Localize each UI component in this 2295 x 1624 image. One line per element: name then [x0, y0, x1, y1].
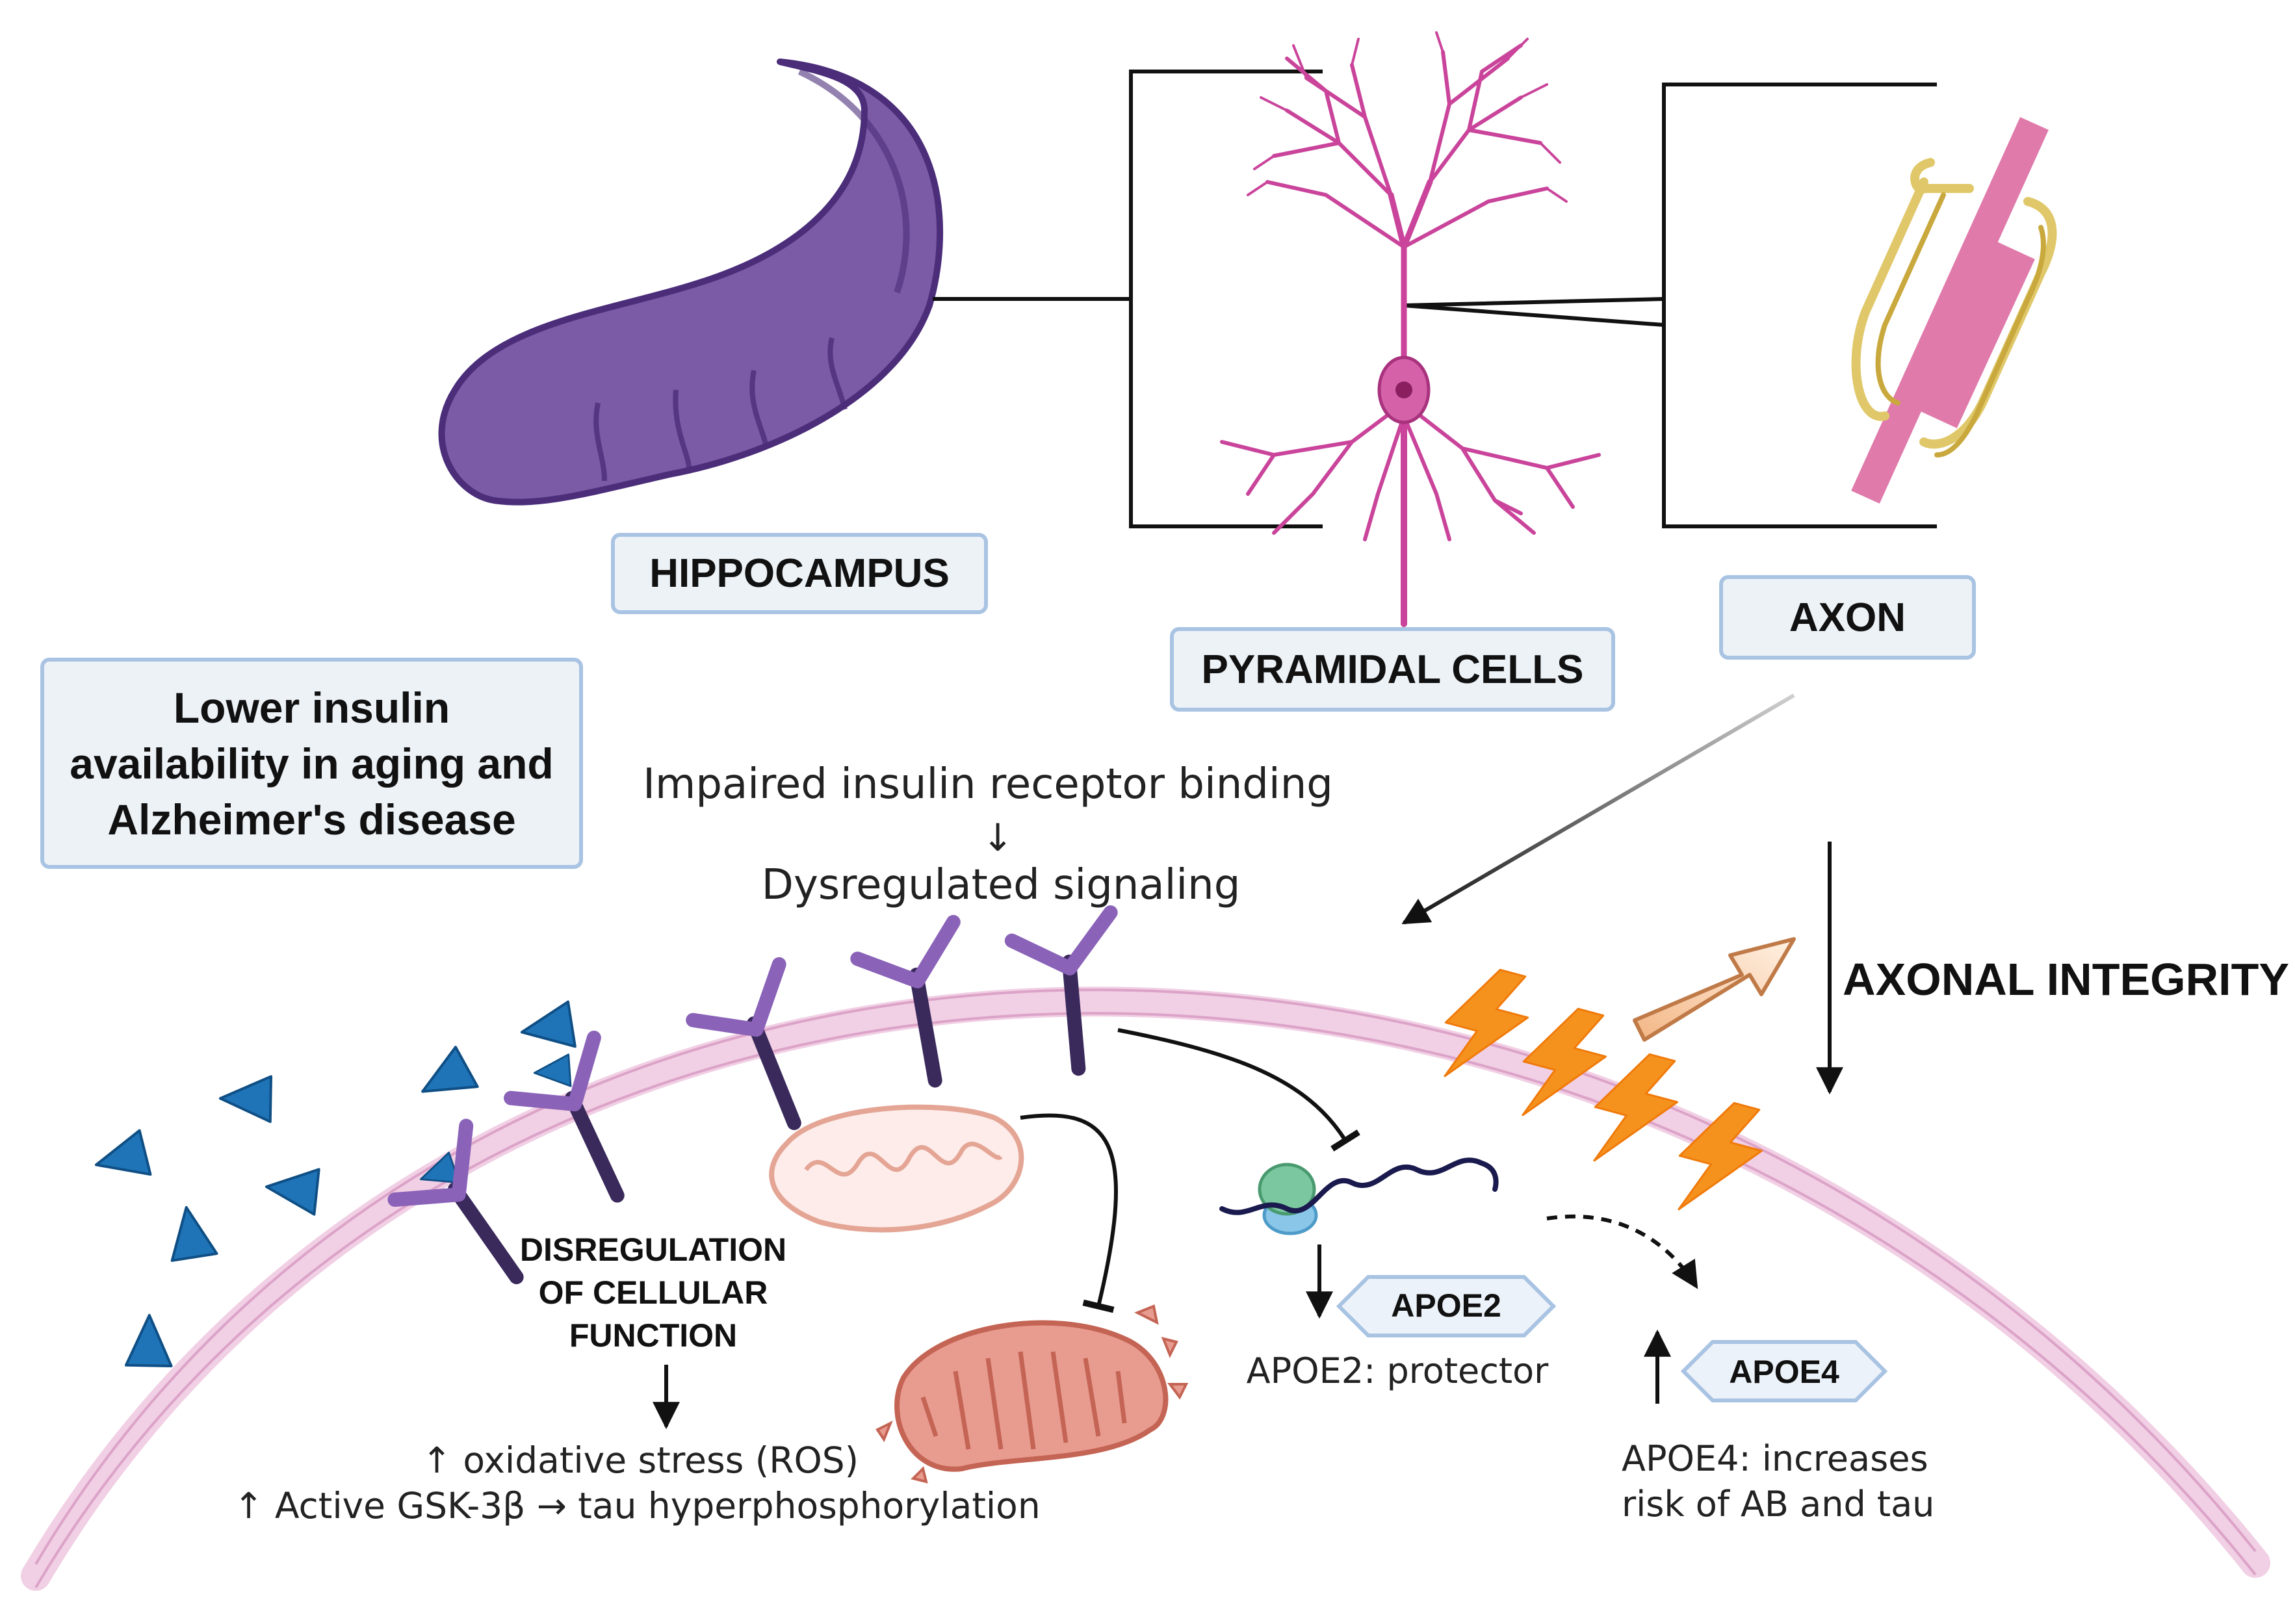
hippocampus-icon	[438, 58, 944, 506]
insulin-molecule-icon	[93, 1129, 165, 1198]
connector-lines	[933, 70, 1937, 528]
pyramidal-cells-label: PYRAMIDAL CELLS	[1170, 627, 1615, 712]
insulin-molecule-icon	[419, 1046, 489, 1118]
myelinated-axon-icon	[1851, 117, 2057, 504]
apoe2-protector-text: APOE2: protector	[1246, 1350, 1549, 1391]
ribosome-mrna-icon	[1219, 1157, 1499, 1235]
apoe4-risk-line-1: APOE4: increases	[1622, 1438, 1928, 1479]
apoe4-hex-label: APOE4	[1729, 1354, 1839, 1390]
gsk-tau-text: ↑ Active GSK-3β → tau hyperphosphorylati…	[233, 1485, 1041, 1527]
insulin-box-line-2: availability in aging and	[70, 739, 554, 788]
insulin-availability-box: Lower insulin availability in aging and …	[40, 658, 583, 869]
insulin-molecule-icon	[218, 1075, 287, 1137]
insulin-molecule-icon	[519, 1000, 591, 1068]
block-arrow-icon	[1633, 937, 1796, 1042]
insulin-molecule-icon	[151, 1204, 218, 1276]
insulin-box-line-3: Alzheimer's disease	[107, 795, 516, 844]
apoe2-hex-label: APOE2	[1391, 1287, 1501, 1324]
disregulation-line-2: OF CELLULAR	[538, 1274, 768, 1311]
disregulation-line-1: DISREGULATION	[519, 1231, 787, 1268]
axon-label: AXON	[1719, 575, 1976, 660]
impaired-binding-text: Impaired insulin receptor binding	[643, 760, 1333, 808]
arrow-axon-to-membrane	[1401, 693, 1795, 925]
disregulation-line-3: FUNCTION	[569, 1317, 738, 1354]
apoe4-risk-text: APOE4: increases risk of AB and tau	[1622, 1436, 1934, 1527]
pyramidal-neuron-icon	[1220, 31, 1601, 627]
insulin-molecule-icon	[264, 1168, 331, 1226]
oxidative-stress-text: ↑ oxidative stress (ROS)	[421, 1439, 859, 1481]
dysregulated-signaling-text: Dysregulated signaling	[761, 861, 1241, 909]
insulin-molecule-icon	[111, 1313, 173, 1382]
insulin-box-line-1: Lower insulin	[173, 683, 450, 732]
healthy-mitochondrion-icon	[769, 1104, 1024, 1233]
apoe4-risk-line-2: risk of AB and tau	[1622, 1484, 1935, 1525]
down-arrow-glyph: ↓	[981, 816, 1014, 860]
damaged-mitochondrion-icon	[875, 1304, 1189, 1484]
hippocampus-label: HIPPOCAMPUS	[611, 533, 988, 614]
dashed-arrow-apoe	[1546, 1214, 1698, 1289]
cell-membrane	[21, 986, 2270, 1591]
insulin-molecules	[93, 1000, 591, 1382]
disregulation-label: DISREGULATION OF CELLULAR FUNCTION	[520, 1228, 786, 1357]
inhibition-line-mrna	[1117, 1028, 1360, 1152]
inhibition-line-mitochondria	[1020, 1113, 1118, 1313]
apoe2-hexagon	[1336, 1275, 1557, 1337]
axonal-integrity-label: AXONAL INTEGRITY	[1843, 954, 2290, 1005]
apoe4-hexagon	[1680, 1340, 1888, 1402]
